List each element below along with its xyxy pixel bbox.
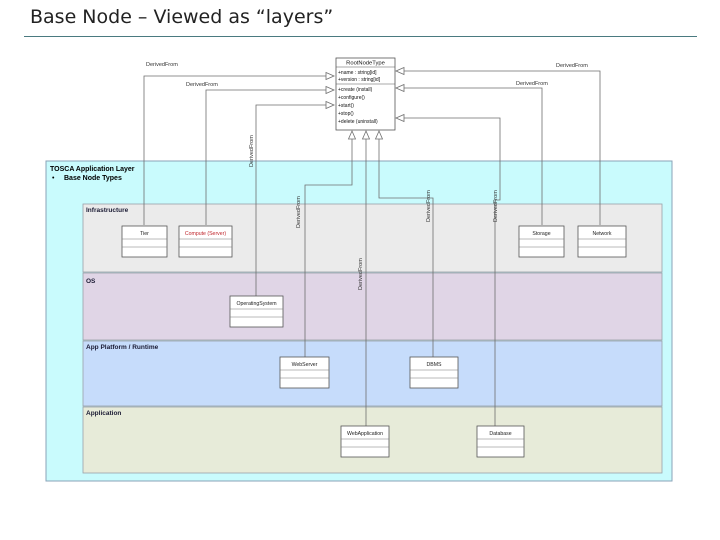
layer-label-os: OS [86,278,96,285]
node-box-web-server [279,356,330,389]
node-box-web-application [340,425,390,458]
derived-from-line-compute [205,89,334,225]
derived-from-line-dbms [378,131,434,357]
node-name-database: Database [489,431,511,437]
node-type-storage: Storage [518,225,565,258]
node-box-database [476,425,525,458]
derived-from-label-database: DerivedFrom [493,190,499,222]
title-divider [24,36,697,37]
derived-from-label-tier: DerivedFrom [146,62,178,68]
layer-label-app-platform: App Platform / Runtime [86,344,159,351]
node-box-network [577,225,627,258]
derived-from-line-web-server [304,131,353,357]
node-type-network: Network [577,225,627,258]
node-box-compute [178,225,233,258]
root-node-operation: +start() [338,103,354,109]
derived-from-label-web-application: DerivedFrom [358,258,364,290]
container-title: TOSCA Application Layer [50,166,135,173]
root-node-operation: +delete (uninstall) [338,119,378,125]
derived-from-label-compute: DerivedFrom [186,82,218,88]
arrowhead-operating-system [325,100,335,110]
arrowhead-web-application [361,130,371,140]
slide-title: Base Node – Viewed as “layers” [30,6,334,28]
derived-from-line-storage [396,87,543,225]
arrowhead-network [395,66,405,76]
node-type-web-application: WebApplication [340,425,390,458]
node-box-tier [121,225,168,258]
node-type-dbms: DBMS [409,356,459,389]
container-bullet: • [52,175,55,182]
arrowhead-web-server [347,130,357,140]
root-node-operation: +create (install) [338,87,373,93]
derived-from-label-web-server: DerivedFrom [296,196,302,228]
node-name-web-server: WebServer [292,362,318,368]
root-node-attribute: +name : string[id] [338,70,377,76]
node-name-network: Network [592,231,611,237]
arrowhead-tier [325,71,335,81]
root-node-operation: +stop() [338,111,354,117]
arrowhead-database [395,113,405,123]
derived-from-label-operating-system: DerivedFrom [249,135,255,167]
node-name-operating-system: OperatingSystem [236,301,276,307]
node-name-dbms: DBMS [427,362,443,368]
derived-from-label-dbms: DerivedFrom [426,190,432,222]
layer-label-application: Application [86,410,121,417]
node-box-storage [518,225,565,258]
node-box-dbms [409,356,459,389]
node-name-tier: Tier [140,231,149,237]
derived-from-label-network: DerivedFrom [556,63,588,69]
layer-band-app-platform [82,340,663,407]
derived-from-line-tier [143,75,334,225]
arrowhead-compute [325,85,335,95]
node-box-operating-system [229,295,284,328]
derived-from-line-operating-system [255,104,334,296]
arrowhead-dbms [374,130,384,140]
root-node-name: RootNodeType [346,61,385,67]
node-name-web-application: WebApplication [347,431,383,437]
derived-from-line-database [396,117,501,426]
container-subtitle: Base Node Types [64,175,122,182]
derived-from-line-network [396,70,601,225]
node-type-database: Database [476,425,525,458]
root-node-operation: +configure() [338,95,365,101]
layer-band-os [82,272,663,341]
derived-from-label-storage: DerivedFrom [516,81,548,87]
node-type-operating-system: OperatingSystem [229,295,284,328]
node-name-storage: Storage [532,231,550,237]
layer-band-infrastructure [82,203,663,273]
layer-label-infrastructure: Infrastructure [86,207,129,214]
root-node-attribute: +version : string[id] [338,77,381,83]
node-type-web-server: WebServer [279,356,330,389]
node-name-compute: Compute (Server) [185,231,226,237]
arrowhead-storage [395,83,405,93]
node-type-compute: Compute (Server) [178,225,233,258]
root-node-type-class: RootNodeType +name : string[id] +version… [335,57,396,131]
node-type-tier: Tier [121,225,168,258]
